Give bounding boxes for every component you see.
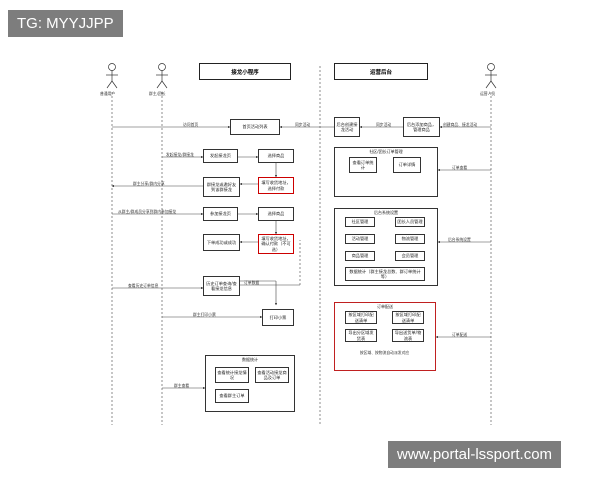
label-order-data: 订单数据 bbox=[244, 280, 260, 285]
box-goods-manage: 后台添加商品，管理商品 bbox=[403, 117, 440, 137]
box-select-goods-1: 选择商品 bbox=[258, 149, 294, 163]
box-print: 打印小票 bbox=[262, 309, 294, 326]
box-stats-2: 查看活动接龙商品及订单 bbox=[255, 367, 289, 383]
box-sys-logistics: 物流管理 bbox=[395, 234, 425, 244]
label-system: 后台系统设置 bbox=[448, 237, 471, 242]
box-sys-leader: 团长人员管理 bbox=[395, 217, 425, 227]
actor-leader-label: 群主/团长 bbox=[149, 91, 166, 96]
label-dispatch: 订单配送 bbox=[452, 332, 468, 337]
label-order-view: 订单查看 bbox=[452, 165, 468, 170]
box-dispatch-4: 导出送货单/物流表 bbox=[392, 329, 424, 342]
box-fill-address-1: 填写收货地址，选择付款 bbox=[258, 177, 294, 194]
box-order-view: 查看订单统计 bbox=[349, 157, 377, 173]
box-sys-member: 会员管理 bbox=[395, 251, 425, 261]
label-history: 查看历史订单信息 bbox=[128, 283, 159, 288]
frame-orders: 社区/团长订单管理 bbox=[334, 147, 438, 197]
box-history: 历史订单查询/查看接龙信息 bbox=[203, 276, 240, 296]
actor-user-label: 普通用户 bbox=[100, 91, 116, 96]
label-publish: 发起接龙/群接龙 bbox=[166, 152, 194, 157]
frame-dispatch: 订单配送 bbox=[334, 302, 436, 371]
header-admin: 运营后台 bbox=[334, 63, 428, 80]
box-join: 参加接龙页 bbox=[203, 207, 238, 221]
box-order-success: 下单成功或成功 bbox=[203, 234, 240, 251]
box-dispatch-2: 按区域打印配送清单 bbox=[392, 311, 424, 324]
box-fill-address-2: 填写收货地址，确认付款（不可选） bbox=[258, 234, 294, 254]
label-sync-goods: 同步活动 bbox=[376, 122, 392, 127]
box-stats-1: 查看统计接龙情况 bbox=[215, 367, 249, 383]
label-sync: 同步活动 bbox=[295, 122, 311, 127]
frame-system: 后台系统设置 bbox=[334, 208, 438, 286]
header-mini-program: 接龙小程序 bbox=[199, 63, 291, 80]
label-share: 群主分享/群内分享 bbox=[133, 181, 165, 186]
box-publish: 发起接龙页 bbox=[203, 149, 238, 163]
box-sys-stats: 数据统计（群主接龙总数、群订单统计等） bbox=[345, 267, 425, 281]
box-sys-goods: 商品管理 bbox=[345, 251, 375, 261]
box-sys-activity: 活动管理 bbox=[345, 234, 375, 244]
frame-orders-title: 社区/团长订单管理 bbox=[369, 149, 403, 154]
label-visit-home: 访问首页 bbox=[183, 122, 199, 127]
box-home-list: 首页活动列表 bbox=[230, 119, 280, 135]
dispatch-note: 按区域、按物流自动派发对应 bbox=[359, 350, 410, 355]
box-stats-3: 查看群主订单 bbox=[215, 389, 249, 403]
box-sys-community: 社区管理 bbox=[345, 217, 375, 227]
label-print: 群主打印小票 bbox=[193, 312, 216, 317]
box-select-goods-2: 选择商品 bbox=[258, 207, 294, 221]
box-dispatch-1: 按区域打印配送清单 bbox=[345, 311, 377, 324]
frame-system-title: 后台系统设置 bbox=[374, 210, 398, 215]
actor-operator-label: 运营人员 bbox=[480, 91, 496, 96]
frame-stats: 数据统计 bbox=[205, 355, 295, 412]
watermark-site: www.portal-lssport.com bbox=[388, 441, 562, 468]
frame-dispatch-title: 订单配送 bbox=[377, 304, 393, 309]
box-order-detail: 订单详情 bbox=[393, 157, 421, 173]
box-admin-create: 后台创建接龙活动 bbox=[334, 117, 360, 137]
label-join: 从群主/群成员分享到群内参加接龙 bbox=[118, 209, 177, 214]
label-create-goods: 创建商品、接龙活动 bbox=[443, 122, 478, 127]
frame-stats-title: 数据统计 bbox=[242, 357, 258, 362]
box-share: 群接龙或邀好友到该群接龙 bbox=[203, 177, 240, 197]
watermark-tag: TG: MYYJJPP bbox=[8, 10, 123, 37]
label-stats: 群主查看 bbox=[174, 383, 190, 388]
box-dispatch-3: 导出分区域发货表 bbox=[345, 329, 377, 342]
